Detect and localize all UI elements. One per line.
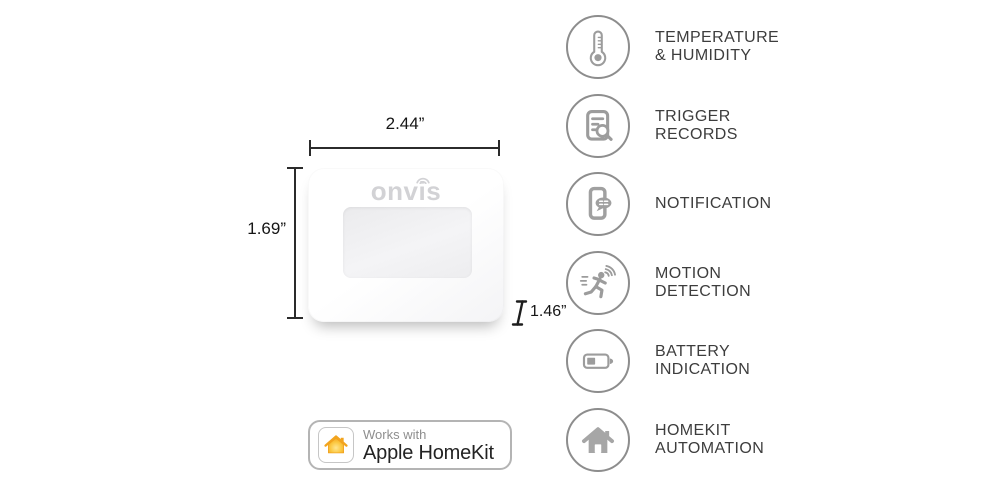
works-with-label: Works with: [363, 426, 427, 442]
feature-label-line2: RECORDS: [655, 125, 738, 143]
feature-label-line2: INDICATION: [655, 361, 751, 379]
onvis-logo: onvis: [370, 176, 442, 206]
feature-icon-circle: [566, 15, 630, 80]
homekit-badge-tile: [318, 427, 354, 463]
feature-row-notification: NOTIFICATION: [566, 165, 779, 244]
width-dimension-tick-right: [498, 140, 500, 156]
pir-sensor-window: [343, 207, 472, 278]
works-with-apple-homekit-badge: Works with Apple HomeKit: [308, 420, 512, 470]
width-dimension-tick-left: [309, 140, 311, 156]
feature-label: MOTION DETECTION: [655, 265, 751, 301]
trigger-records-icon: [586, 109, 613, 141]
feature-label: NOTIFICATION: [655, 195, 772, 213]
onvis-logo-signal-icon: [415, 171, 431, 189]
feature-row-homekit-automation: HOMEKIT AUTOMATION: [566, 401, 779, 480]
height-dimension-label: 1.69”: [247, 219, 286, 238]
width-dimension-line: [310, 147, 500, 149]
feature-label-line1: NOTIFICATION: [655, 195, 772, 213]
feature-label-line1: BATTERY: [655, 343, 731, 361]
feature-icon-circle: [566, 172, 630, 237]
height-dimension-tick-top: [287, 167, 303, 169]
motion-detection-icon: [579, 264, 616, 298]
feature-label-line1: MOTION: [655, 264, 722, 282]
feature-icon-circle: [566, 407, 630, 472]
feature-icon-circle: [566, 329, 630, 394]
feature-label-line1: TRIGGER: [655, 107, 731, 125]
thermometer-icon: [589, 30, 607, 67]
product-device-image: onvis: [308, 168, 504, 322]
feature-label-line1: HOMEKIT: [655, 421, 731, 439]
feature-label-line2: DETECTION: [655, 282, 752, 300]
notification-icon: [588, 187, 612, 221]
apple-homekit-label: Apple HomeKit: [363, 441, 494, 464]
feature-icon-circle: [566, 250, 630, 315]
feature-label: BATTERY INDICATION: [655, 343, 750, 379]
battery-icon: [582, 353, 614, 370]
feature-label-line2: & HUMIDITY: [655, 47, 752, 65]
feature-list: TEMPERATURE & HUMIDITY TRIGGER: [566, 8, 779, 479]
homekit-house-badge-icon: [324, 435, 348, 454]
feature-label-line2: AUTOMATION: [655, 439, 765, 457]
homekit-house-icon: [582, 426, 614, 453]
feature-label: TRIGGER RECORDS: [655, 108, 738, 144]
feature-label: HOMEKIT AUTOMATION: [655, 422, 764, 458]
feature-row-temperature-humidity: TEMPERATURE & HUMIDITY: [566, 8, 779, 87]
depth-dimension-label: 1.46”: [530, 303, 567, 320]
height-dimension-tick-bottom: [287, 317, 303, 319]
feature-row-trigger-records: TRIGGER RECORDS: [566, 87, 779, 166]
feature-label-line1: TEMPERATURE: [655, 29, 780, 47]
feature-row-battery-indication: BATTERY INDICATION: [566, 322, 779, 401]
width-dimension-label: 2.44”: [385, 114, 425, 133]
feature-icon-circle: [566, 93, 630, 158]
feature-label: TEMPERATURE & HUMIDITY: [655, 29, 779, 65]
height-dimension-line: [294, 168, 296, 319]
feature-row-motion-detection: MOTION DETECTION: [566, 244, 779, 323]
depth-dimension-marker-icon: [510, 298, 528, 333]
